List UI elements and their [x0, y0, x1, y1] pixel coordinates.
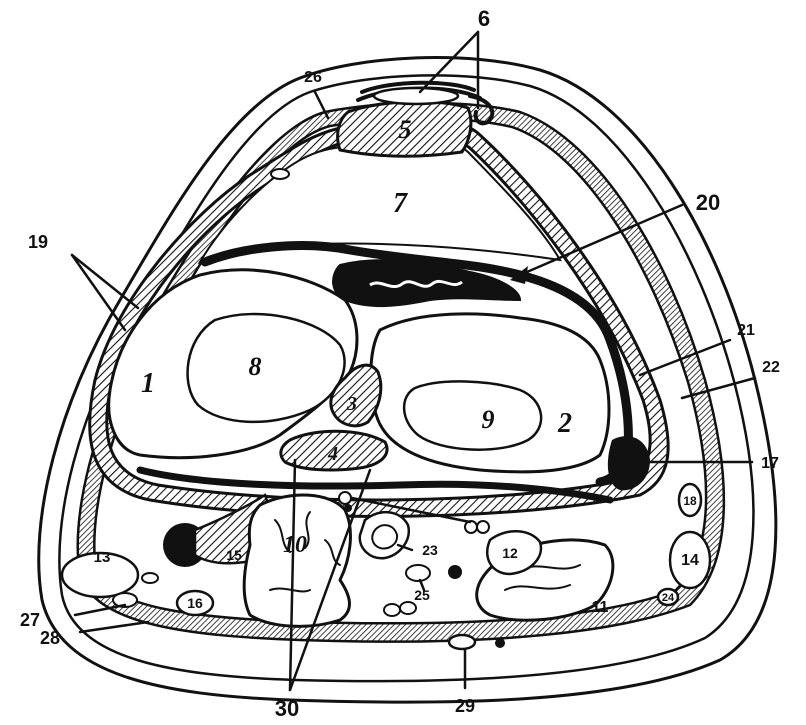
label-14: 14	[681, 552, 699, 569]
label-5: 5	[399, 115, 412, 144]
label-13: 13	[94, 549, 111, 566]
label-7: 7	[393, 188, 408, 219]
label-11: 11	[592, 599, 609, 616]
structure-25-node3	[400, 602, 416, 614]
label-22: 22	[762, 359, 780, 376]
structure-23-inner	[372, 525, 397, 548]
label-15: 15	[226, 547, 242, 563]
label-20: 20	[696, 190, 720, 215]
structure-25-node	[406, 565, 430, 581]
label-2: 2	[557, 408, 572, 439]
label-26: 26	[304, 69, 322, 86]
cartilage-region-9	[404, 381, 541, 449]
label-3: 3	[346, 393, 357, 415]
label-25: 25	[414, 587, 430, 603]
label-30: 30	[275, 696, 299, 721]
label-10: 10	[283, 532, 307, 558]
label-27: 27	[20, 610, 40, 630]
label-9: 9	[482, 405, 495, 434]
label-28: 28	[40, 628, 60, 648]
small-node-upper	[271, 169, 289, 179]
small-node-left	[142, 573, 158, 583]
vessel-dot	[448, 565, 462, 579]
label-12: 12	[502, 545, 518, 561]
label-8: 8	[249, 352, 262, 381]
label-23: 23	[422, 542, 438, 558]
label-19: 19	[28, 232, 48, 252]
structure-29	[449, 635, 475, 649]
vessel-16-a	[465, 521, 477, 533]
vessel-dot-29	[495, 638, 505, 648]
label-17: 17	[761, 455, 779, 472]
label-21: 21	[737, 322, 755, 339]
cartilage-region-8	[188, 314, 345, 422]
tendon-ellipse	[374, 88, 458, 104]
label-4: 4	[327, 443, 338, 465]
label-24: 24	[662, 592, 675, 604]
label-6: 6	[478, 6, 490, 31]
vessel-16-b	[477, 521, 489, 533]
suprapatellar-bursa	[200, 139, 560, 262]
label-1: 1	[141, 368, 155, 399]
label-16: 16	[187, 595, 203, 611]
label-29: 29	[455, 696, 475, 716]
structure-25-node2	[384, 604, 400, 616]
vessel-top-dot	[344, 504, 352, 512]
label-18: 18	[683, 494, 697, 508]
vessel-top	[339, 492, 351, 504]
